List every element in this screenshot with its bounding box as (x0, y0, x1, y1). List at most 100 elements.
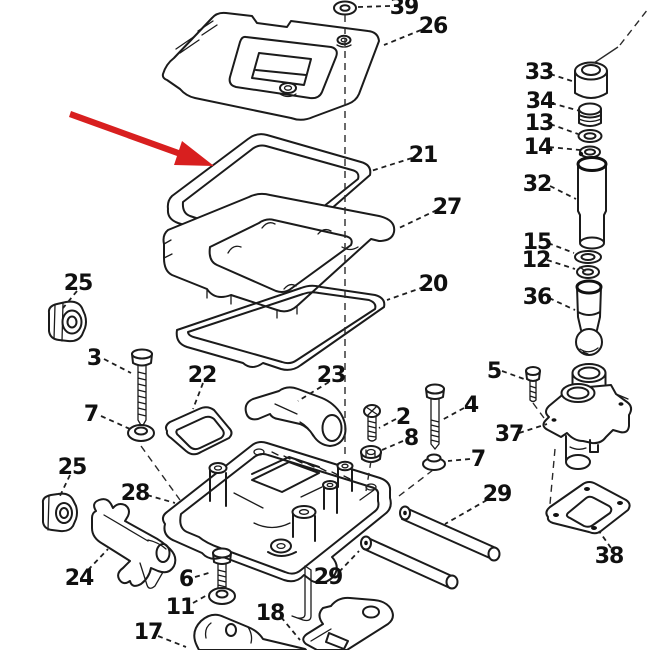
part-14-snap-ring (578, 145, 601, 159)
part-label-27: 27 (433, 195, 462, 220)
part-label-25t: 25 (64, 271, 93, 296)
part-label-29u: 29 (483, 482, 512, 507)
leader-line-32 (549, 185, 577, 200)
leader-line-29u (444, 499, 488, 525)
axis-line (532, 402, 545, 419)
leader-line-13 (549, 123, 579, 135)
leader-line-38 (598, 530, 612, 549)
part-label-24: 24 (65, 566, 94, 591)
part-2-screw (363, 404, 381, 442)
part-label-25b: 25 (58, 455, 87, 480)
part-label-28: 28 (121, 481, 150, 506)
part-label-7l: 7 (84, 402, 98, 427)
part-8-nut (360, 445, 382, 463)
leader-line-29l (338, 550, 360, 573)
leader-line-6 (194, 571, 213, 578)
leader-line-20 (386, 286, 425, 301)
part-label-34: 34 (526, 89, 555, 114)
part-25-bushing-upper (47, 300, 87, 343)
leader-line-25b (58, 474, 71, 499)
part-39-washer (333, 0, 357, 16)
leader-line-12 (546, 259, 576, 270)
part-3-bolt (131, 348, 153, 429)
part-7-washer-left (127, 424, 155, 442)
part-27-spacer-frame (162, 192, 396, 319)
leader-line-39 (357, 5, 391, 8)
leader-line-21 (370, 157, 413, 172)
part-label-13: 13 (525, 111, 554, 136)
leader-line-3 (103, 358, 132, 374)
part-label-3: 3 (87, 346, 101, 371)
part-label-17: 17 (134, 620, 163, 645)
leader-line-25t (62, 290, 78, 309)
part-26-cover (161, 11, 380, 121)
part-label-15: 15 (523, 230, 552, 255)
leader-line-11 (192, 593, 210, 604)
part-label-20: 20 (419, 272, 448, 297)
leader-line-22 (192, 382, 204, 410)
part-label-33: 33 (525, 60, 554, 85)
part-label-39: 39 (390, 0, 419, 20)
part-13-washer (577, 129, 603, 143)
part-29-rod-upper (399, 505, 501, 562)
part-20-gasket (175, 284, 386, 371)
leader-line-33 (549, 73, 576, 83)
part-32-tube (576, 156, 608, 250)
part-36-shift-rod (575, 279, 603, 356)
part-37-housing (542, 363, 633, 470)
leader-line-27 (398, 209, 438, 229)
part-15-washer (574, 250, 602, 264)
part-label-8: 8 (404, 426, 418, 451)
part-label-7r: 7 (471, 447, 485, 472)
part-7-washer-right (422, 453, 446, 471)
leader-line-23 (297, 381, 330, 402)
leader-line-15 (547, 242, 575, 254)
axis-line (619, 8, 649, 46)
part-label-11: 11 (166, 595, 195, 620)
part-29-rod-lower (360, 535, 459, 590)
part-label-14: 14 (524, 135, 553, 160)
part-22-gasket (165, 406, 233, 456)
part-28-housing-base (161, 441, 392, 584)
part-18-link-plate (302, 596, 394, 650)
label-leader-lines (58, 5, 612, 648)
leader-line-5 (501, 370, 525, 380)
part-label-26: 26 (419, 14, 448, 39)
leader-line-28 (146, 494, 176, 504)
part-23-lever-arm (244, 386, 347, 447)
part-label-6: 6 (179, 567, 194, 592)
axis-line (365, 460, 372, 492)
red-pointer-arrow (69, 111, 214, 166)
part-label-29l: 29 (314, 565, 343, 590)
part-label-18: 18 (256, 601, 285, 626)
part-12-seal-ring (576, 265, 600, 279)
axis-line (398, 469, 434, 497)
axis-line (549, 448, 556, 505)
part-label-2: 2 (396, 405, 410, 430)
part-label-4: 4 (464, 393, 479, 418)
part-17-lever-arm (193, 613, 307, 650)
part-5-bolt (525, 366, 541, 403)
leader-line-7r (447, 458, 471, 462)
part-label-32: 32 (523, 172, 552, 197)
part-label-36: 36 (523, 285, 552, 310)
part-label-12: 12 (522, 248, 551, 273)
part-33-sleeve (574, 61, 608, 99)
leader-line-8 (381, 440, 404, 451)
leader-line-14 (548, 146, 581, 151)
part-label-37: 37 (495, 422, 524, 447)
part-label-5: 5 (487, 359, 501, 384)
part-38-gasket (545, 481, 631, 535)
leader-line-26 (383, 29, 422, 46)
part-label-38: 38 (595, 544, 624, 569)
assembly-axis-lines (140, 8, 649, 505)
leader-line-34 (550, 102, 581, 112)
bracket-plate-detail (291, 565, 312, 622)
part-34-bushing (578, 102, 602, 127)
part-24-lever-arm (91, 498, 177, 589)
leader-line-2 (378, 418, 397, 429)
part-6-bolt (212, 547, 232, 596)
